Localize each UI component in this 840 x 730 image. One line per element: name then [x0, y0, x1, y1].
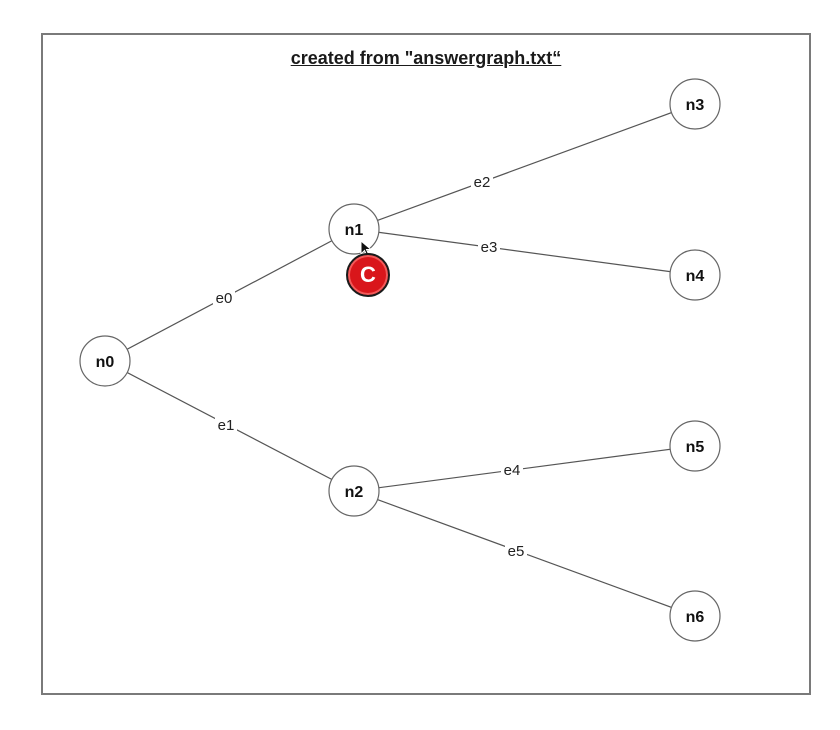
edge-label-background [213, 288, 235, 307]
node-circle[interactable] [79, 335, 131, 387]
edge-label: e1 [218, 417, 235, 434]
node-label: n1 [345, 222, 364, 239]
node-n0[interactable]: n0 [79, 335, 131, 387]
edge-label-background [215, 415, 237, 434]
edge-line [353, 445, 696, 492]
node-circle[interactable] [328, 465, 380, 517]
edge-label-background [501, 460, 523, 479]
node-circle[interactable] [669, 590, 721, 642]
graph-title: created from "answergraph.txt“ [290, 48, 562, 68]
edge-e4: e4 [353, 445, 696, 492]
edge-e1: e1 [104, 360, 355, 492]
node-label: n3 [686, 97, 705, 114]
edge-label-background [478, 237, 500, 256]
node-n1[interactable]: n1 [328, 203, 380, 255]
node-circle[interactable] [669, 420, 721, 472]
edge-label: e0 [216, 290, 233, 307]
node-n5[interactable]: n5 [669, 420, 721, 472]
node-label: n4 [686, 268, 705, 285]
node-n4[interactable]: n4 [669, 249, 721, 301]
node-n2[interactable]: n2 [328, 465, 380, 517]
node-n6[interactable]: n6 [669, 590, 721, 642]
edge-label-background [505, 541, 527, 560]
edge-e0: e0 [104, 228, 355, 362]
node-circle[interactable] [669, 78, 721, 130]
cursor-highlight-icon: C [346, 253, 390, 297]
edge-label-background [471, 172, 493, 191]
node-label: n0 [96, 354, 115, 371]
edge-line [353, 228, 696, 276]
edge-line [353, 103, 696, 230]
edge-e5: e5 [353, 490, 696, 617]
node-label: n6 [686, 609, 705, 626]
edge-e2: e2 [353, 103, 696, 230]
node-circle[interactable] [328, 203, 380, 255]
edge-label: e2 [474, 174, 491, 191]
edge-e3: e3 [353, 228, 696, 276]
graph-frame [41, 33, 811, 695]
node-label: n2 [345, 484, 364, 501]
edge-label: e4 [504, 462, 521, 479]
node-label: n5 [686, 439, 705, 456]
edge-label: e5 [508, 543, 525, 560]
node-n3[interactable]: n3 [669, 78, 721, 130]
edge-label: e3 [481, 239, 498, 256]
node-circle[interactable] [669, 249, 721, 301]
